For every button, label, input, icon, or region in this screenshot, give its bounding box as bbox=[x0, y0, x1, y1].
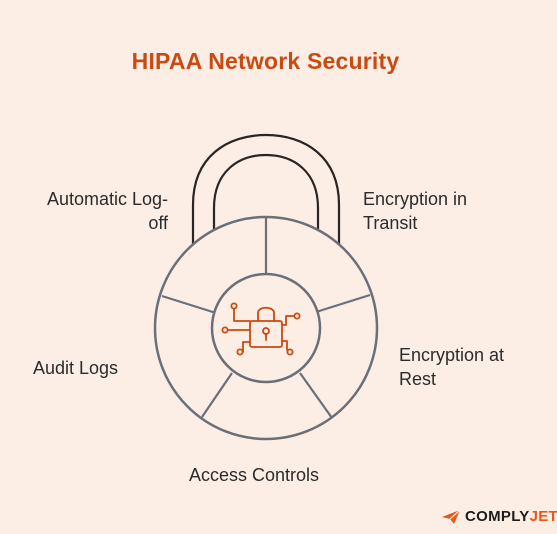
label-audit-logs: Audit Logs bbox=[33, 358, 119, 378]
segment-dividers bbox=[161, 217, 371, 419]
padlock-circuit-icon bbox=[221, 302, 301, 356]
padlock-shackle bbox=[191, 133, 341, 248]
label-encryption-rest-line2: Rest bbox=[399, 369, 437, 389]
label-automatic-logoff-line2: off bbox=[148, 213, 168, 233]
label-encryption-rest: Encryption at Rest bbox=[399, 343, 504, 391]
label-encryption-rest-line1: Encryption at bbox=[399, 345, 505, 365]
label-encryption-transit-line2: Transit bbox=[363, 213, 418, 233]
label-access-controls: Access Controls bbox=[189, 465, 320, 485]
diagram-title: HIPAA Network Security bbox=[131, 48, 400, 74]
label-automatic-logoff: Automatic Log- off bbox=[18, 187, 168, 235]
paper-plane-icon bbox=[442, 509, 461, 524]
label-encryption-transit-line1: Encryption in bbox=[363, 189, 468, 209]
label-encryption-transit: Encryption in Transit bbox=[363, 187, 467, 235]
label-automatic-logoff-line1: Automatic Log- bbox=[46, 189, 168, 209]
brand-name-part1: COMPLY bbox=[465, 508, 530, 525]
brand-name-part2: JET bbox=[529, 508, 557, 525]
